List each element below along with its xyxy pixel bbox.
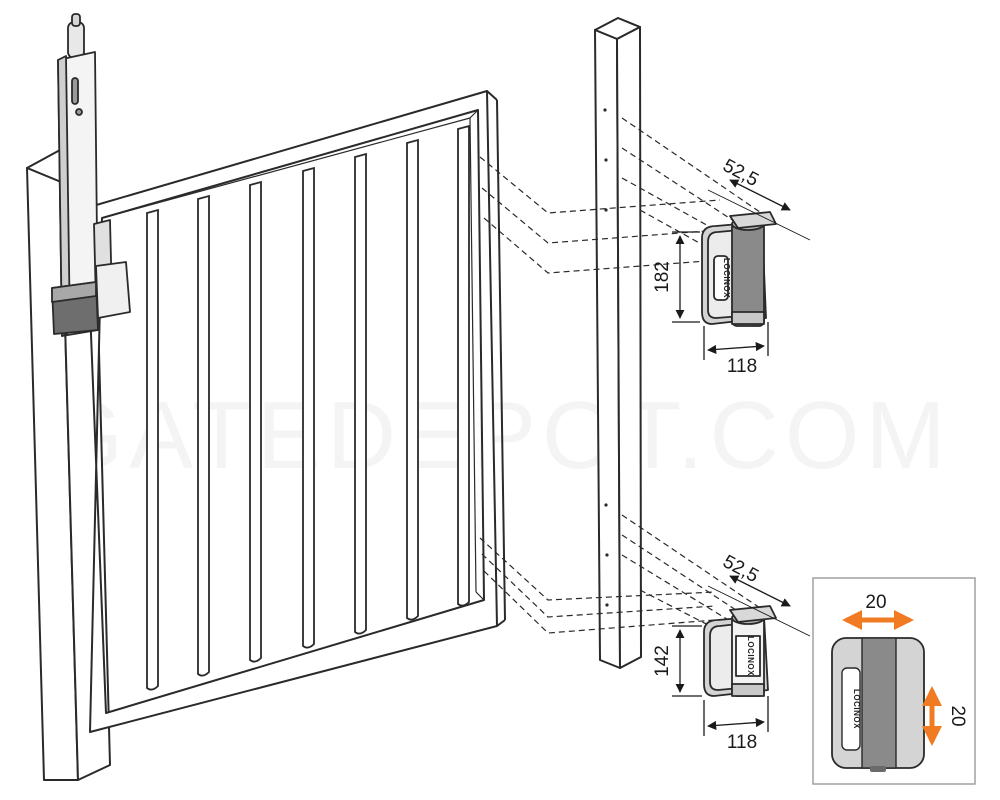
top-hinge-brand: LOCINOX (722, 258, 731, 298)
gate-latch (51, 13, 131, 337)
adjustment-inset: LOCINOX (812, 577, 976, 785)
watermark-text: GATEDEPOT.COM (49, 382, 952, 489)
bottom-hinge-height-label: 142 (652, 645, 673, 677)
top-hinge: LOCINOX (701, 211, 777, 327)
alignment-lines (479, 117, 761, 634)
vertical-adjust-label: 20 (947, 705, 968, 726)
bottom-hinge-brand: LOCINOX (746, 636, 755, 676)
top-hinge-width-label: 118 (727, 356, 757, 377)
horizontal-adjust-label: 20 (865, 592, 886, 613)
right-post (594, 17, 642, 669)
gate-frame (85, 90, 506, 733)
bottom-hinge-dimensions (672, 575, 811, 736)
top-hinge-height-label: 182 (652, 261, 673, 293)
inset-hinge-brand: LOCINOX (852, 689, 861, 729)
top-hinge-dimensions (672, 179, 811, 360)
gate-bars (146, 124, 470, 691)
bottom-hinge-width-label: 118 (727, 732, 757, 753)
bottom-hinge: LOCINOX (703, 605, 777, 697)
